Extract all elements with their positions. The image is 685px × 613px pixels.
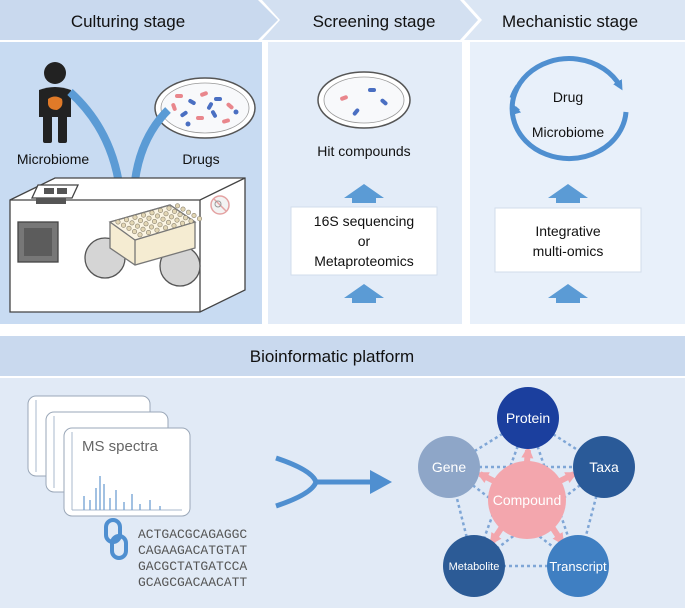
well [174,217,180,223]
platform-header-band [0,336,685,376]
well [135,223,141,229]
metabolite-label: Metabolite [449,561,500,573]
well [146,215,152,221]
well [143,221,149,227]
multiomics-line-2: multi-omics [533,243,604,259]
screening-stage-title: Screening stage [313,12,436,31]
sequence-line-1: ACTGACGCAGAGGC [138,527,247,542]
sequence-line-3: GACGCTATGATCCA [138,559,247,574]
well [166,205,172,211]
well [177,212,183,218]
well [175,203,181,209]
drug-microbiome-cycle [509,56,629,162]
compound-label: Compound [493,492,562,508]
cycle-drug-label: Drug [553,89,583,105]
anaerobic-chamber [9,177,246,313]
well [124,217,130,223]
mechanistic-stage-title: Mechanistic stage [502,12,638,31]
well [155,213,161,219]
well [180,220,186,226]
mechanistic-up-arrow-top [548,184,588,203]
chain-link-icon [104,518,128,560]
well [172,208,178,214]
gene-node [418,436,480,498]
well [132,229,138,235]
hit-compounds-label: Hit compounds [317,143,410,159]
multiomics-line-1: Integrative [535,223,601,239]
ms-spectra-stack [27,395,191,517]
well [154,227,160,233]
well [166,219,172,225]
sequencing-box [290,206,438,276]
mechanistic-panel [470,42,685,324]
culturing-stage-title: Culturing stage [71,12,185,31]
well [126,225,132,231]
well [160,216,166,222]
gene-label: Gene [432,459,466,475]
well [186,209,192,215]
sequencing-line-2: or [358,233,371,249]
sequencing-line-1: 16S sequencing [314,213,414,229]
mechanistic-up-arrow-bottom [548,284,588,303]
well [157,222,163,228]
screening-up-arrow-bottom [344,284,384,303]
taxa-label: Taxa [589,459,619,475]
taxa-node [573,436,635,498]
well [158,208,164,214]
well [138,218,144,224]
well [180,206,186,212]
well [183,215,189,221]
well [152,219,158,225]
sequence-line-4: GCAGCGACAACATT [138,575,247,590]
platform-title: Bioinformatic platform [250,347,414,366]
sequence-line-2: CAGAAGACATGTAT [138,543,247,558]
protein-node [497,387,559,449]
well [163,211,169,217]
drug-petri-dish [154,77,256,139]
wellplate-wells [115,203,203,238]
gut-icon [48,96,63,110]
well [137,232,143,238]
screening-chevron [262,0,478,40]
omics-network [418,387,635,597]
culturing-chevron [0,0,278,40]
well [188,218,194,224]
multiomics-box [494,207,642,273]
well [129,220,135,226]
merge-arrow [275,455,392,509]
well [149,210,155,216]
well [140,226,146,232]
well [115,219,121,225]
well [163,225,169,231]
protein-label: Protein [506,410,550,426]
well [171,223,177,229]
well [132,214,138,220]
microbiome-label: Microbiome [17,151,90,167]
hit-petri-dish [317,71,411,129]
cycle-microbiome-label: Microbiome [532,124,605,140]
well [169,214,175,220]
sequencing-line-3: Metaproteomics [314,253,414,269]
well [197,216,203,222]
well [191,213,197,219]
transcript-label: Transcript [549,559,607,574]
stage-banner: Culturing stage Screening stage Mechanis… [0,0,685,40]
drugs-label: Drugs [182,151,219,167]
well [146,230,152,236]
compound-node [488,461,566,539]
well [121,222,127,228]
person-icon [39,62,71,143]
mechanistic-chevron [464,0,685,40]
well [141,212,147,218]
ms-spectra-label: MS spectra [82,438,159,455]
transcript-node [547,535,609,597]
metabolite-node [443,535,505,597]
well [149,224,155,230]
screening-up-arrow-top [344,184,384,203]
